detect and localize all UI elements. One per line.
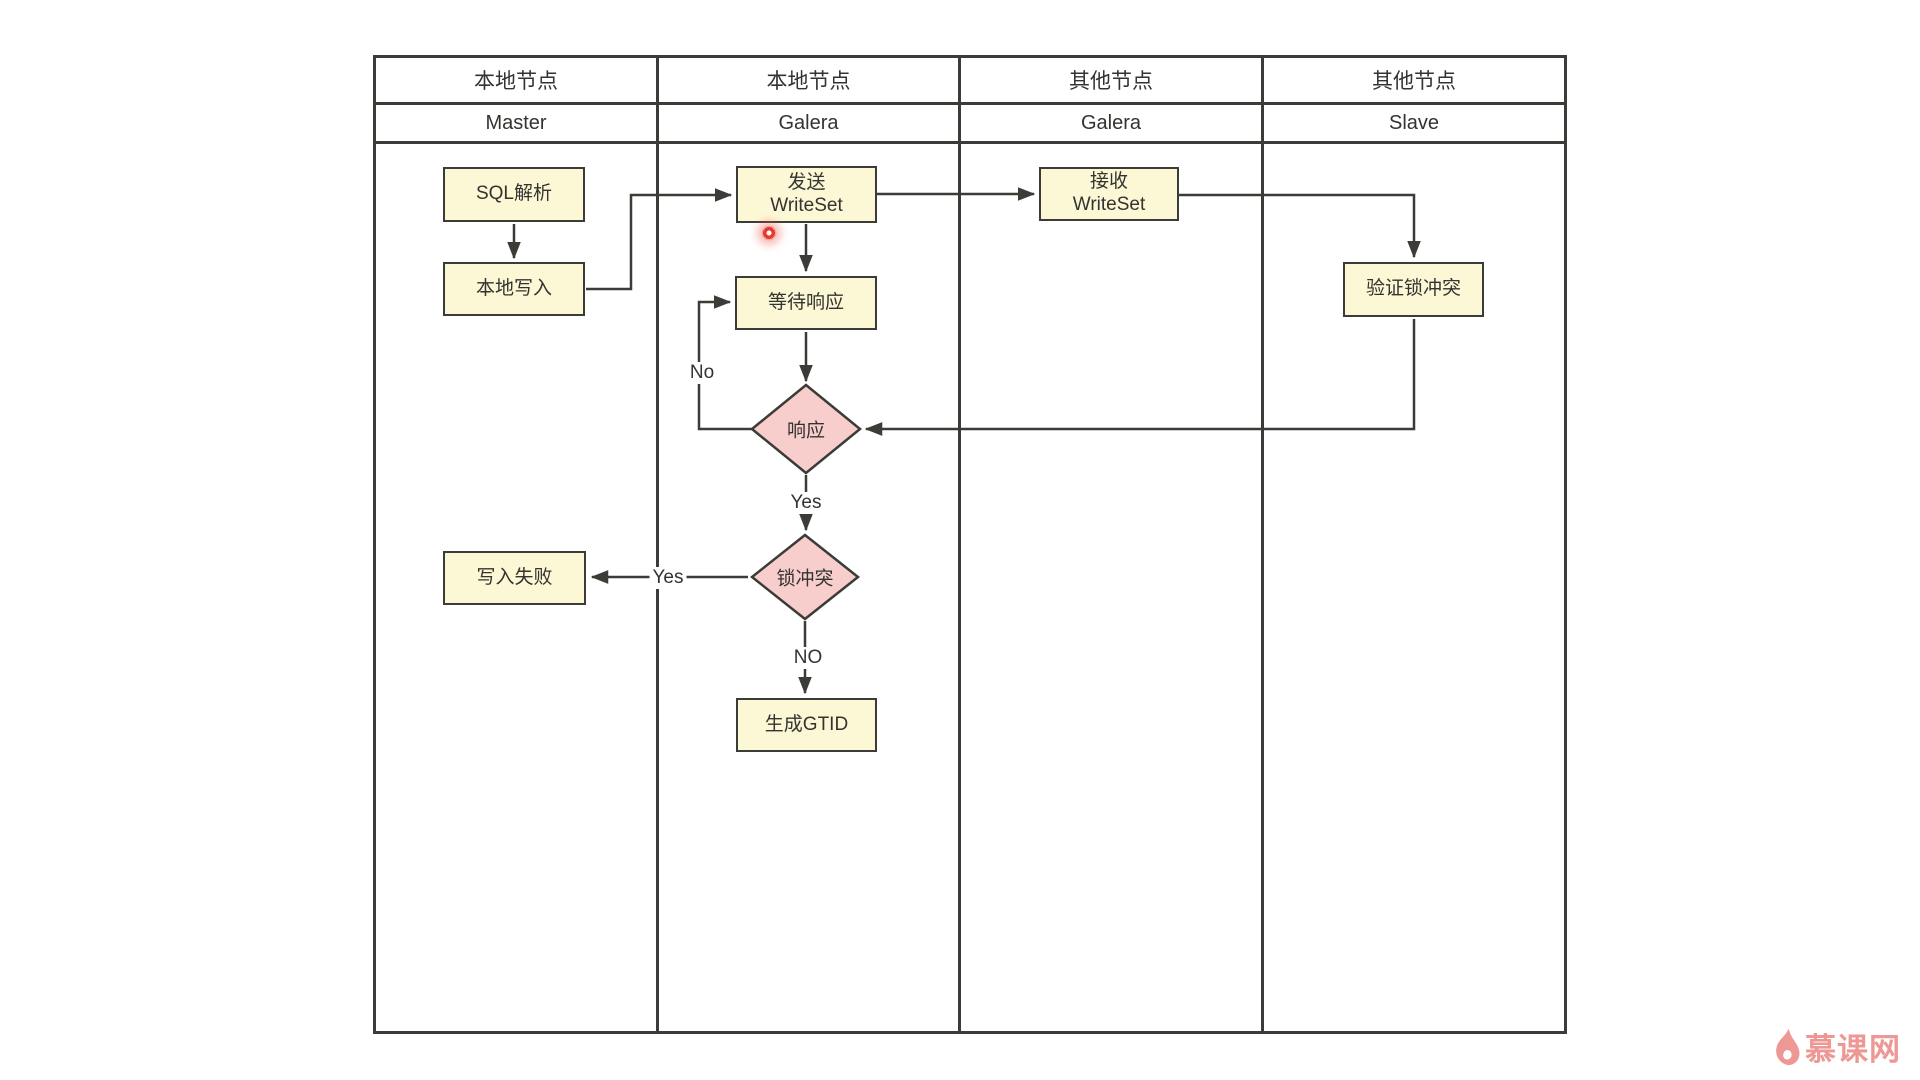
node-sql-parse: SQL解析 [443,167,585,222]
node-lock-conflict-decision-label: 锁冲突 [776,568,834,590]
lane2-node-header: Galera [778,111,839,134]
lane-border-3 [1261,58,1264,1031]
edge-label-response-no: No [686,362,718,384]
edge-label-conflict-no: NO [790,647,826,669]
lane1-node-header: Master [485,111,547,134]
node-local-write: 本地写入 [443,262,585,316]
node-generate-gtid: 生成GTID [736,698,877,752]
lane3-group-header: 其他节点 [1069,70,1153,93]
edge-verifylock-to-response [864,319,1416,436]
node-verify-lock-conflict: 验证锁冲突 [1343,262,1484,317]
watermark-brand-text: 慕课网 [1805,1032,1901,1067]
edge-recvwriteset-to-verifylock [1179,193,1421,259]
node-wait-response: 等待响应 [735,276,877,330]
response-diamond-shape [750,383,862,475]
imooc-watermark: 慕课网 [1774,1024,1901,1069]
header-divider-2 [376,141,1564,144]
node-send-writeset: 发送 WriteSet [736,166,877,223]
header-divider-1 [376,102,1564,105]
lane-border-2 [958,58,961,1031]
lane4-node-header: Slave [1388,111,1440,134]
lane1-group-header: 本地节点 [474,70,558,93]
lock-conflict-diamond-shape [749,533,861,621]
node-recv-writeset: 接收 WriteSet [1039,167,1179,221]
node-write-fail: 写入失败 [443,551,586,605]
lane-border-1 [656,58,659,1031]
edge-label-response-yes: Yes [787,492,825,514]
lane4-group-header: 其他节点 [1372,70,1456,93]
edge-localwrite-to-sendwriteset [586,188,733,291]
edge-label-conflict-yes: Yes [649,567,687,589]
mouse-click-indicator [761,225,777,241]
node-response-decision-label: 响应 [786,420,826,442]
swimlane-table: 本地节点 本地节点 其他节点 其他节点 Master Galera Galera… [373,55,1567,1034]
flame-icon [1776,1028,1800,1065]
lane3-node-header: Galera [1080,111,1142,134]
lane2-group-header: 本地节点 [766,70,851,93]
